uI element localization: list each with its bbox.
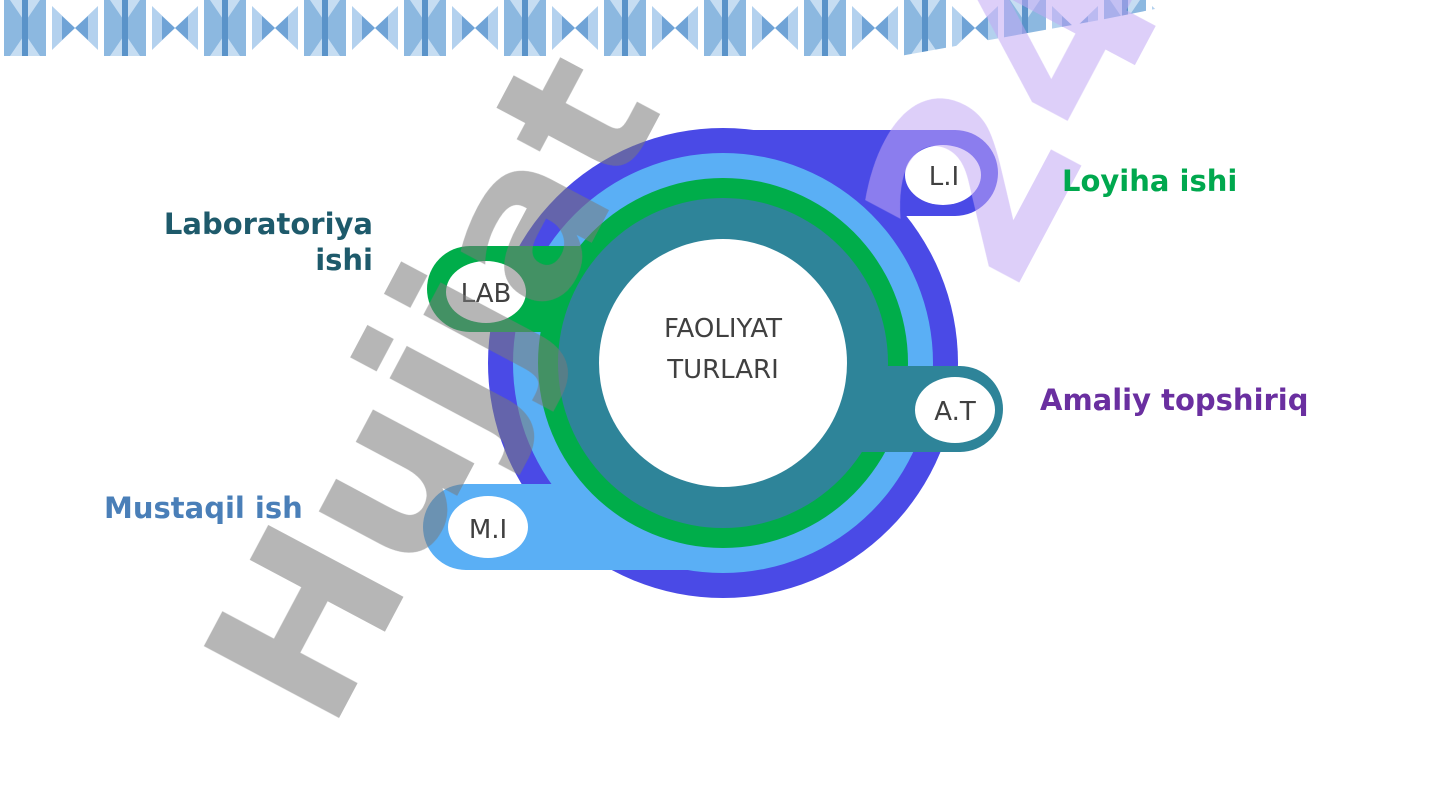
- lab-abbr: LAB: [461, 279, 512, 309]
- label-mustaqil-ish: Mustaqil ish: [104, 490, 303, 526]
- label-laboratoriya-line1: Laboratoriya: [163, 207, 373, 241]
- label-loyiha-ishi: Loyiha ishi: [1062, 163, 1237, 199]
- label-amaliy-topshiriq: Amaliy topshiriq: [1040, 382, 1309, 418]
- at-abbr: A.T: [934, 397, 976, 427]
- ikat-banner: [0, 0, 1200, 56]
- label-mustaqil-ish-text: Mustaqil ish: [104, 491, 303, 525]
- label-loyiha-ishi-text: Loyiha ishi: [1062, 164, 1238, 198]
- mi-abbr: M.I: [469, 515, 507, 545]
- lab-node: [446, 261, 526, 323]
- center-title-line2: TURLARI: [666, 355, 779, 385]
- label-amaliy-topshiriq-text: Amaliy topshiriq: [1040, 383, 1309, 417]
- li-abbr: L.I: [929, 162, 959, 192]
- at-node: [915, 377, 995, 443]
- label-laboratoriya-ishi: Laboratoriya ishi: [164, 206, 373, 278]
- label-laboratoriya-line2: ishi: [315, 243, 373, 277]
- li-node: [905, 145, 981, 205]
- center-disk: [599, 239, 847, 487]
- center-title-line1: FAOLIYAT: [664, 314, 782, 344]
- mi-node: [448, 496, 528, 558]
